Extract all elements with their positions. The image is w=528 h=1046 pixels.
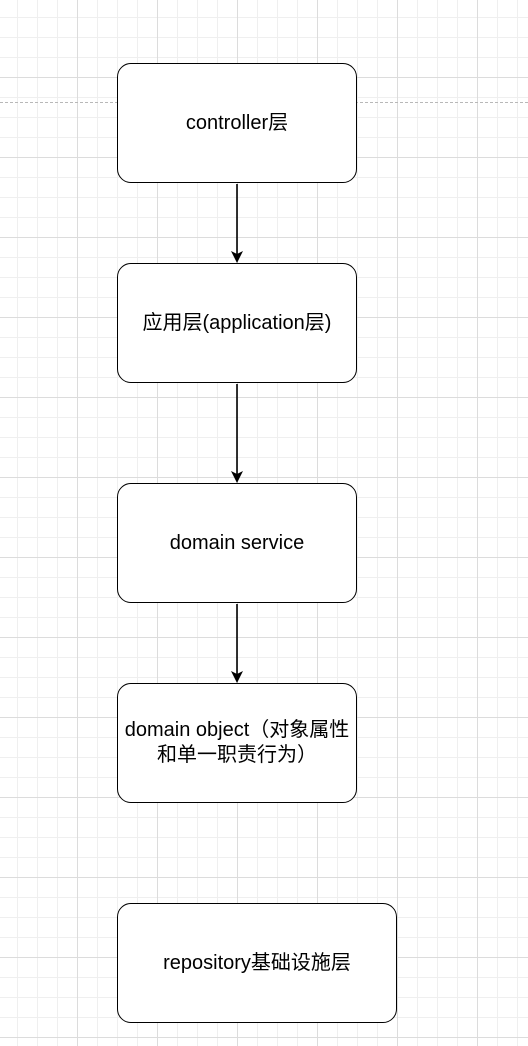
- node-domain-service-label: domain service: [169, 531, 305, 554]
- node-domain-object[interactable]: domain object（对象属性和单一职责行为）: [117, 683, 357, 803]
- node-domain-object-label: domain object（对象属性和单一职责行为）: [124, 719, 350, 766]
- node-application-label: 应用层(application层): [142, 311, 332, 334]
- node-application-layer[interactable]: 应用层(application层): [117, 263, 357, 383]
- node-domain-service[interactable]: domain service: [117, 483, 357, 603]
- node-repository-layer[interactable]: repository基础设施层: [117, 903, 397, 1023]
- node-controller-layer[interactable]: controller层: [117, 63, 357, 183]
- node-repository-label: repository基础设施层: [163, 951, 351, 974]
- node-controller-label: controller层: [185, 111, 289, 134]
